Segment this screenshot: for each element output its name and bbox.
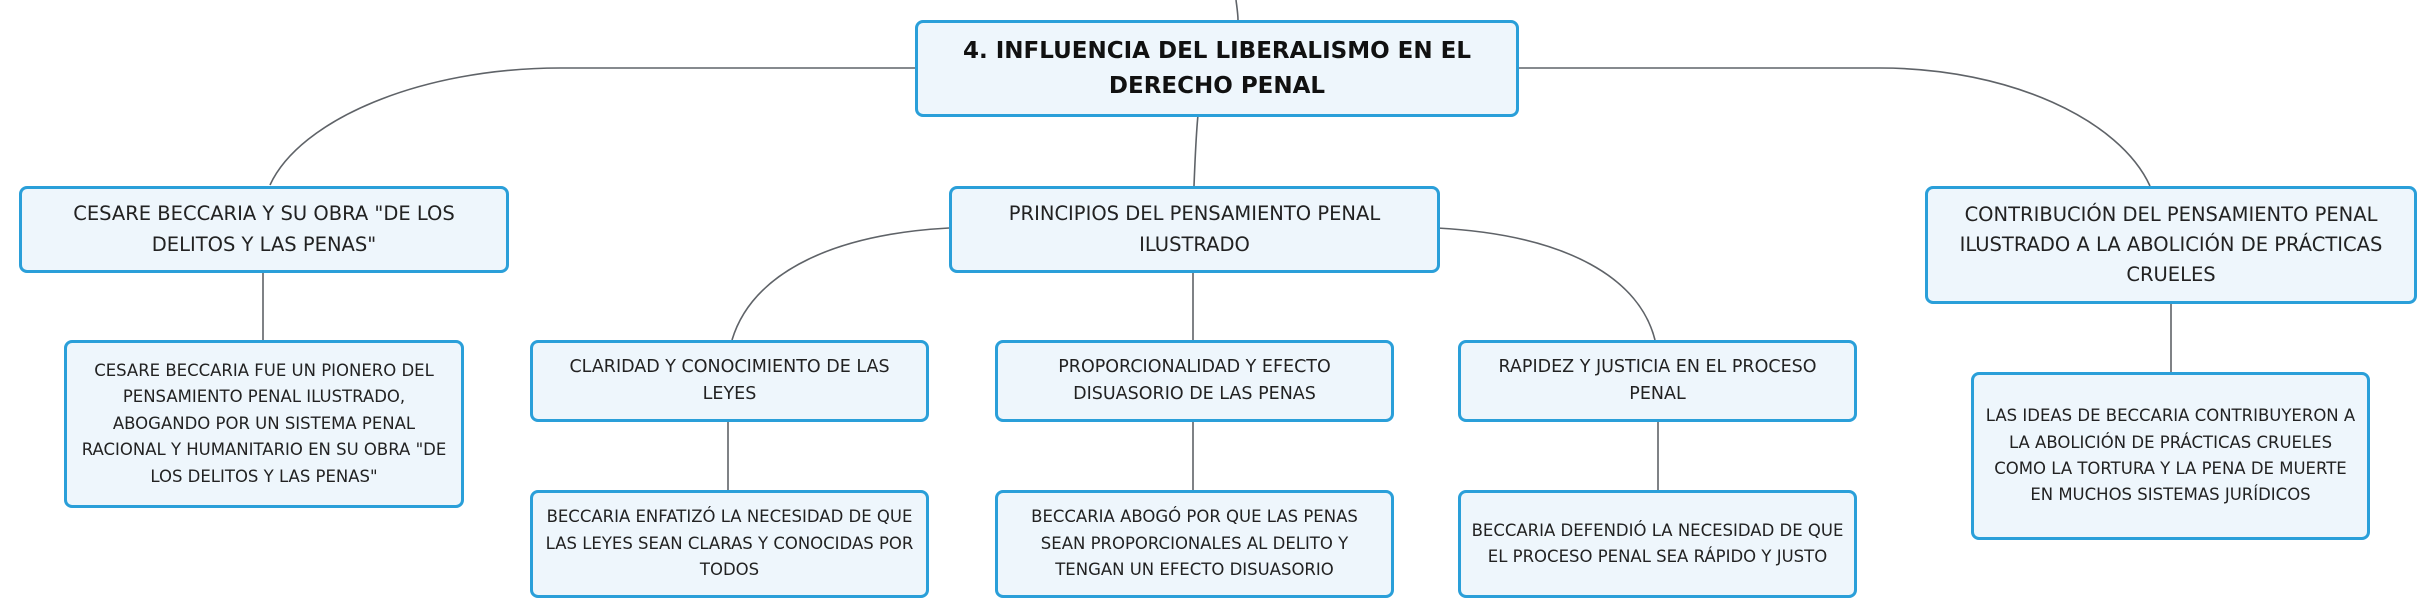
connector-root-beccaria [269, 67, 915, 186]
topic-label: CESARE BECCARIA FUE UN PIONERO DEL PENSA… [81, 361, 447, 486]
topic-label: BECCARIA ENFATIZÓ LA NECESIDAD DE QUE LA… [545, 507, 914, 580]
topic-rapidez-detail[interactable]: BECCARIA DEFENDIÓ LA NECESIDAD DE QUE EL… [1458, 490, 1857, 598]
topic-claridad[interactable]: CLARIDAD Y CONOCIMIENTO DE LAS LEYES [530, 340, 929, 422]
topic-label: PRINCIPIOS DEL PENSAMIENTO PENAL ILUSTRA… [1008, 202, 1381, 256]
topic-label: PROPORCIONALIDAD Y EFECTO DISUASORIO DE … [1058, 356, 1331, 404]
connector-principios-claridad [731, 227, 950, 341]
connector-root-contribucion [1513, 67, 2151, 187]
topic-label: LAS IDEAS DE BECCARIA CONTRIBUYERON A LA… [1985, 406, 2356, 505]
topic-beccaria[interactable]: CESARE BECCARIA Y SU OBRA "DE LOS DELITO… [19, 186, 509, 273]
connector-root-principios [1193, 114, 1199, 187]
topic-beccaria-detail[interactable]: CESARE BECCARIA FUE UN PIONERO DEL PENSA… [64, 340, 464, 508]
topic-contribucion[interactable]: CONTRIBUCIÓN DEL PENSAMIENTO PENAL ILUST… [1925, 186, 2417, 304]
topic-proporcionalidad[interactable]: PROPORCIONALIDAD Y EFECTO DISUASORIO DE … [995, 340, 1394, 422]
root-topic-node[interactable]: 4. INFLUENCIA DEL LIBERALISMO EN EL DERE… [915, 20, 1519, 117]
topic-label: BECCARIA DEFENDIÓ LA NECESIDAD DE QUE EL… [1471, 520, 1844, 566]
topic-proporcionalidad-detail[interactable]: BECCARIA ABOGÓ POR QUE LAS PENAS SEAN PR… [995, 490, 1394, 598]
topic-label: CONTRIBUCIÓN DEL PENSAMIENTO PENAL ILUST… [1959, 202, 2383, 287]
connector-principios-rapidez [1436, 227, 1656, 341]
root-topic-label: 4. INFLUENCIA DEL LIBERALISMO EN EL DERE… [963, 38, 1471, 99]
topic-principios[interactable]: PRINCIPIOS DEL PENSAMIENTO PENAL ILUSTRA… [949, 186, 1440, 273]
topic-label: CLARIDAD Y CONOCIMIENTO DE LAS LEYES [569, 356, 890, 404]
connector-incoming [1235, 0, 1239, 21]
topic-label: RAPIDEZ Y JUSTICIA EN EL PROCESO PENAL [1498, 356, 1817, 404]
topic-claridad-detail[interactable]: BECCARIA ENFATIZÓ LA NECESIDAD DE QUE LA… [530, 490, 929, 598]
topic-rapidez[interactable]: RAPIDEZ Y JUSTICIA EN EL PROCESO PENAL [1458, 340, 1857, 422]
topic-label: BECCARIA ABOGÓ POR QUE LAS PENAS SEAN PR… [1031, 507, 1358, 580]
topic-contribucion-detail[interactable]: LAS IDEAS DE BECCARIA CONTRIBUYERON A LA… [1971, 372, 2370, 540]
topic-label: CESARE BECCARIA Y SU OBRA "DE LOS DELITO… [73, 202, 455, 256]
